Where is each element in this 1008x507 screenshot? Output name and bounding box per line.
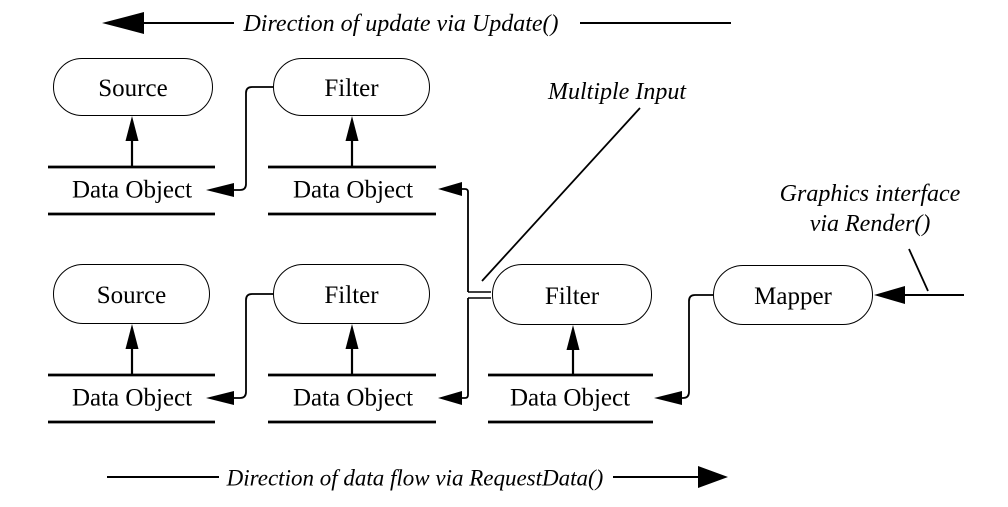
arrowhead-left-icon (874, 286, 905, 304)
source-node-label: Source (98, 75, 168, 102)
data-object-label-top-left: Data Object (71, 176, 193, 204)
up-arrow-filter-multi (566, 325, 580, 374)
dataflow-direction-arrow (107, 466, 728, 488)
arrowhead-left-icon (438, 391, 462, 405)
multiple-input-pointer-line (481, 107, 641, 282)
data-object-label-mid-mid: Data Object (292, 384, 414, 412)
up-arrow-source-mid (125, 324, 139, 374)
update-direction-label: Direction of update via Update() (243, 11, 559, 37)
data-object-label-mid-right: Data Object (509, 384, 631, 412)
up-arrow-filter-top (345, 116, 359, 166)
arrowhead-up-icon (125, 116, 139, 141)
filter-node-label: Filter (324, 75, 379, 102)
mapper-node-label: Mapper (754, 283, 832, 310)
update-direction-arrow (102, 12, 731, 34)
mapper-input-arrow (874, 286, 964, 304)
filter-node-multi-input: Filter (492, 264, 652, 325)
connector-filter-top-to-dataobject (206, 86, 273, 197)
arrowhead-up-icon (345, 116, 359, 141)
source-node-mid: Source (53, 264, 210, 324)
connector-mapper-to-dataobject (654, 294, 713, 405)
data-object-label-top-mid: Data Object (292, 176, 414, 204)
graphics-interface-line2: via Render() (809, 211, 931, 237)
arrowhead-up-icon (566, 325, 580, 350)
mapper-node: Mapper (713, 265, 873, 325)
data-object-mid-mid-lines (268, 373, 436, 424)
source-node-top: Source (53, 58, 213, 116)
graphics-interface-line1: Graphics interface (779, 181, 961, 207)
source-node-label: Source (96, 282, 167, 309)
up-arrow-source-top (125, 116, 139, 166)
data-object-mid-left-lines (48, 373, 215, 424)
data-object-mid-right-lines (488, 373, 653, 424)
filter-node-mid: Filter (273, 264, 430, 324)
render-pointer-line (908, 248, 929, 292)
data-object-top-mid-lines (268, 165, 436, 216)
connector-filter-mid-to-dataobject (206, 293, 273, 405)
arrowhead-left-icon (654, 391, 682, 405)
arrowhead-up-icon (345, 324, 359, 349)
data-object-label-mid-left: Data Object (71, 384, 193, 412)
data-object-top-left-lines (48, 165, 215, 216)
filter-node-label: Filter (544, 282, 600, 310)
filter-node-label: Filter (324, 282, 379, 309)
graphics-interface-label: Graphics interface via Render() (780, 179, 961, 239)
arrowhead-right-icon (698, 466, 728, 488)
up-arrow-filter-mid (345, 324, 359, 374)
arrowhead-left-icon (206, 183, 234, 197)
arrowhead-left-icon (102, 12, 144, 34)
arrowhead-left-icon (206, 391, 234, 405)
dataflow-direction-label: Direction of data flow via RequestData() (226, 465, 604, 491)
multiple-input-label: Multiple Input (548, 79, 686, 105)
multi-input-connector (438, 182, 491, 405)
arrowhead-up-icon (125, 324, 139, 349)
filter-node-top: Filter (273, 58, 430, 116)
arrowhead-left-icon (438, 182, 462, 196)
